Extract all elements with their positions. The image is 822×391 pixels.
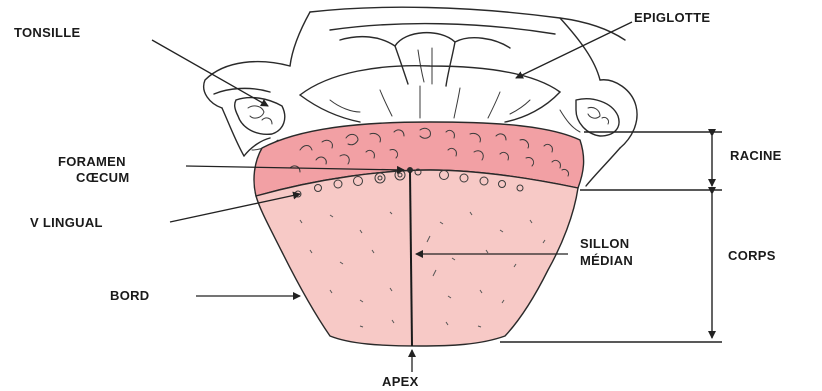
- label-sillon-line1: SILLON: [580, 236, 629, 251]
- label-foramen-line1: FORAMEN: [58, 154, 126, 169]
- label-sillon-line2: MÉDIAN: [580, 253, 633, 268]
- label-foramen-line2: CŒCUM: [76, 170, 130, 185]
- label-apex: APEX: [382, 374, 419, 389]
- label-corps: CORPS: [728, 248, 776, 263]
- tongue-body-area: [256, 170, 578, 346]
- label-bord: BORD: [110, 288, 149, 303]
- pharynx-outline: [290, 7, 625, 86]
- tonsille-leader: [152, 40, 268, 106]
- label-racine: RACINE: [730, 148, 782, 163]
- label-v-lingual: V LINGUAL: [30, 215, 103, 230]
- epiglottis-shape: [300, 66, 560, 122]
- label-epiglotte: EPIGLOTTE: [634, 10, 710, 25]
- label-tonsille: TONSILLE: [14, 25, 80, 40]
